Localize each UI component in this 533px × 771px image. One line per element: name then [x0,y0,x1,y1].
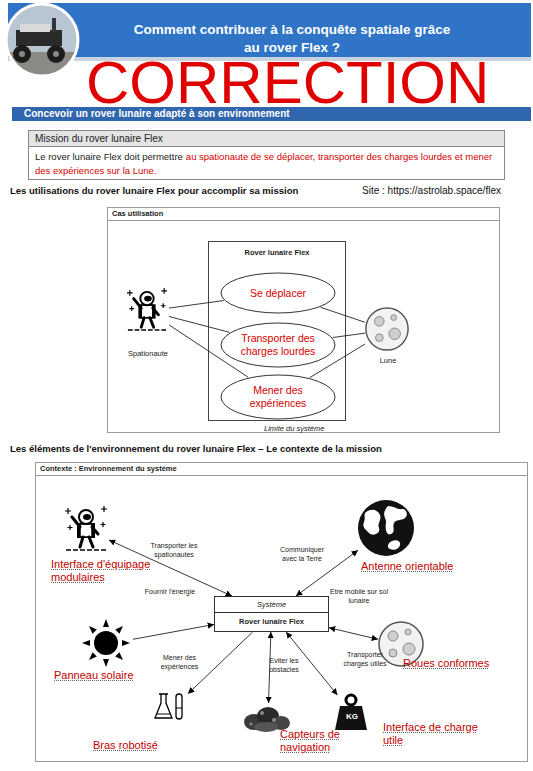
actor-name: Lune [365,356,411,366]
system-kind: Système [215,597,328,613]
connector [169,316,230,332]
usecase-ellipse: Mener des expériences [220,374,336,420]
usecase-frame: Cas utilisationRover lunaire FlexLimite … [107,207,500,433]
site-link: Site : https://astrolab.space/flex [362,185,501,197]
ellipse-shape [221,375,335,419]
actor-name: Spationaute [118,349,178,359]
system-name: Rover lunaire Flex [209,248,345,258]
box-body: Le rover lunaire Flex doit permettreau s… [29,148,504,180]
environment-element: Bras robotisé [156,693,188,725]
section-heading: Les éléments de l'environnement du rover… [10,443,382,455]
environment-element: Capteurs de navigation [245,703,291,733]
ellipse-shape [221,273,335,313]
boundary-caption: Limite du système [264,424,324,434]
frame-heading: Cas utilisation [108,208,499,221]
box-heading: Mission du rover lunaire Flex [29,131,504,147]
weight-mark: KG [336,712,368,722]
answer-label: Interface d'équipage modulaires [51,558,151,584]
connector [329,628,378,640]
connector [188,632,253,694]
section-heading: Les utilisations du rover lunaire Flex p… [10,185,298,197]
actor: Lune [365,307,411,353]
edge-label: Eviter les obstacles [262,656,306,674]
answer-label: Roues conformes [403,657,503,670]
environment-element: KGInterface de charge utile [336,695,368,731]
actor: Spationaute [127,288,169,334]
body-text: Le rover lunaire Flex doit permettre [35,151,183,162]
frame-heading: Contexte : Environnement du système [36,463,527,476]
environment-element: Antenne orientable [358,500,416,558]
answer-label: Antenne orientable [361,560,481,573]
usecase-text: Transporter des charges lourdes [228,332,328,358]
usecase-ellipse: Transporter des charges lourdes [220,322,336,368]
rover-photo [0,0,90,90]
edge-label: Transporter charges utiles [336,650,394,668]
mission-box: Le rover lunaire Flex doit permettreau s… [28,130,505,180]
connector [133,624,214,639]
answer-label: Interface de charge utile [383,721,483,747]
page-title: Comment contribuer à la conquête spatial… [132,21,452,57]
connector [333,333,365,337]
answer-label: Bras robotisé [93,739,203,752]
usecase-text: Se déplacer [228,287,328,300]
environment-element: Panneau solaire [81,618,133,670]
system-box: SystèmeRover lunaire Flex [214,596,329,632]
connector [320,307,365,322]
connector [169,301,224,309]
edge-label: Transporter les spationautes [140,541,208,559]
edge-label: Communiquer avec la Terre [272,545,332,563]
system-boundary: Rover lunaire FlexLimite du systèmeSe dé… [208,241,346,421]
environment-element: Interface d'équipage modulaires [65,506,109,554]
usecase-ellipse: Se déplacer [220,272,336,314]
answer-label: Capteurs de navigation [280,728,352,754]
usecase-text: Mener des expériences [228,384,328,410]
edge-label: Etre mobile sur sol lunaire [328,587,390,605]
edge-label: Fournir l'énergie [136,587,204,596]
edge-label: Mener des expériences [152,653,207,671]
ellipse-shape [221,323,335,367]
system-name: Rover lunaire Flex [215,614,328,629]
context-frame: Contexte : Environnement du systèmeSystè… [35,462,528,762]
watermark: CORRECTION [86,53,489,113]
answer-label: Panneau solaire [54,669,174,682]
